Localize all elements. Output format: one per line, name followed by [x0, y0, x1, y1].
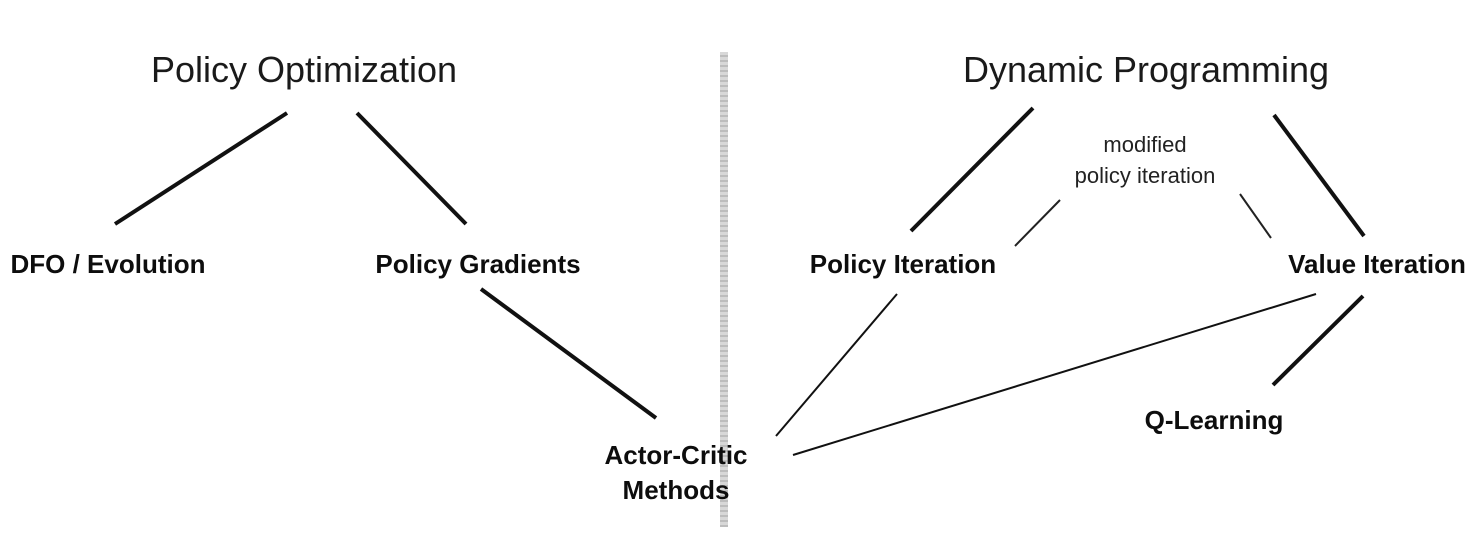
edge-value-iteration-actor-critic — [792, 293, 1317, 456]
node-value-iteration: Value Iteration — [1288, 249, 1466, 279]
node-policy-iteration: Policy Iteration — [809, 249, 997, 279]
title-policy-optimization: Policy Optimization — [150, 49, 458, 90]
edge-policy-optimization-policy-gradients — [355, 111, 468, 226]
node-actor-critic-methods: Actor-Critic Methods — [604, 438, 747, 508]
annotation-line-1: modified — [1103, 132, 1187, 157]
edge-modified-policy-iteration-left — [1014, 199, 1061, 247]
node-actor-critic-line-2: Methods — [622, 475, 730, 506]
section-divider — [720, 52, 728, 527]
edge-policy-optimization-dfo — [113, 111, 289, 226]
node-dfo-evolution: DFO / Evolution — [10, 249, 206, 279]
edge-dynamic-programming-policy-iteration — [909, 106, 1035, 233]
annotation-modified-policy-iteration: modified policy iteration — [1075, 130, 1216, 192]
node-policy-gradients: Policy Gradients — [375, 249, 581, 279]
edge-value-iteration-q-learning — [1271, 294, 1365, 387]
edge-modified-policy-iteration-right — [1239, 193, 1272, 239]
node-actor-critic-line-1: Actor-Critic — [604, 440, 748, 470]
edge-policy-iteration-actor-critic — [775, 293, 898, 437]
node-q-learning: Q-Learning — [1144, 405, 1284, 435]
title-dynamic-programming: Dynamic Programming — [962, 49, 1330, 90]
edge-policy-gradients-actor-critic — [479, 287, 658, 420]
edge-dynamic-programming-value-iteration — [1272, 113, 1366, 238]
annotation-line-2: policy iteration — [1074, 162, 1216, 188]
